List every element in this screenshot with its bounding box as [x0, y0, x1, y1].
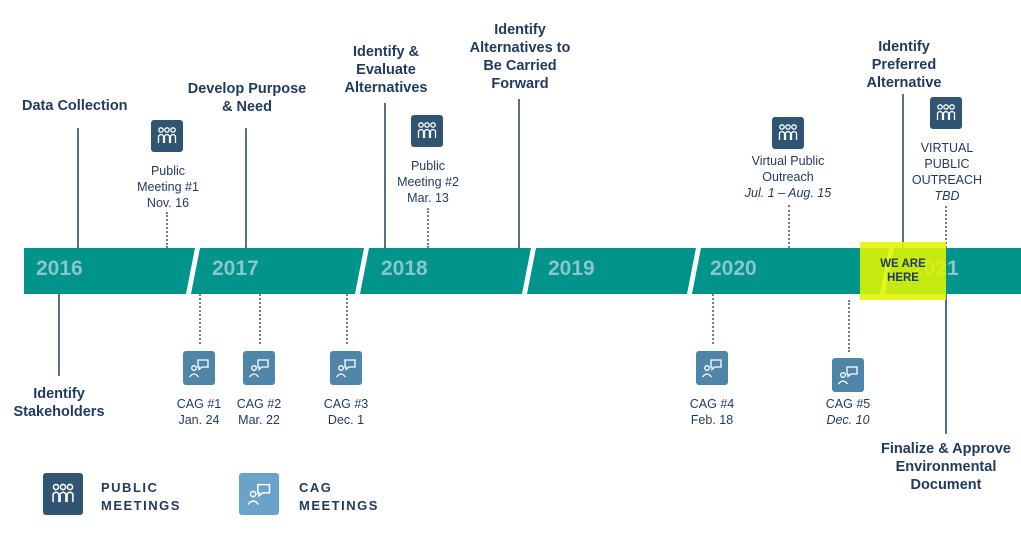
- event-connector: [945, 206, 947, 248]
- year-2018: 2018: [381, 257, 428, 280]
- event-connector: [259, 294, 261, 344]
- event-connector: [712, 294, 714, 344]
- chat-person-icon: [696, 351, 728, 385]
- milestone-finalize: Finalize & Approve Environmental Documen…: [881, 441, 1011, 493]
- year-2020: 2020: [710, 257, 757, 280]
- milestone-line: [518, 99, 520, 248]
- milestone-identify-evaluate: Identify & Evaluate Alternatives: [344, 44, 428, 96]
- year-2019: 2019: [548, 257, 595, 280]
- event-connector: [788, 205, 790, 248]
- event-connector: [427, 208, 429, 248]
- cag-meeting-4: CAG #4 Feb. 18: [689, 397, 735, 427]
- segment-2020: [692, 248, 889, 294]
- public-meeting-2: Public Meeting #2 Mar. 13: [397, 159, 459, 205]
- cag-meeting-3: CAG #3 Dec. 1: [323, 397, 369, 427]
- event-connector: [166, 212, 168, 248]
- people-group-icon: [411, 115, 443, 147]
- chat-person-icon: [243, 351, 275, 385]
- chat-person-icon: [330, 351, 362, 385]
- cag-meeting-5: CAG #5 Dec. 10: [825, 397, 871, 427]
- milestone-develop-purpose: Develop Purpose & Need: [187, 81, 307, 115]
- year-2017: 2017: [212, 257, 259, 280]
- segment-2016: [24, 248, 195, 294]
- people-group-icon: [151, 120, 183, 152]
- milestone-line: [245, 128, 247, 248]
- milestone-line: [945, 294, 947, 434]
- virtual-public-outreach: Virtual Public Outreach Jul. 1 – Aug. 15: [744, 154, 832, 200]
- cag-meeting-2: CAG #2 Mar. 22: [236, 397, 282, 427]
- milestone-line: [58, 294, 60, 376]
- milestone-identify-preferred: Identify Preferred Alternative: [866, 39, 942, 91]
- event-connector: [199, 294, 201, 344]
- segment-2018: [360, 248, 531, 294]
- segment-2017: [191, 248, 364, 294]
- legend-cag-meetings: CAG MEETINGS: [299, 480, 379, 513]
- event-connector: [848, 300, 850, 352]
- people-group-icon: [772, 117, 804, 149]
- chat-person-icon: [239, 473, 279, 515]
- public-meeting-1: Public Meeting #1 Nov. 16: [137, 164, 199, 210]
- we-are-here-marker: WE ARE HERE: [860, 242, 946, 300]
- milestone-line: [384, 103, 386, 248]
- year-2016: 2016: [36, 257, 83, 280]
- milestone-identify-carried-forward: Identify Alternatives to Be Carried Forw…: [469, 22, 571, 92]
- milestone-data-collection: Data Collection: [22, 98, 128, 114]
- people-group-icon: [43, 473, 83, 515]
- milestone-line: [902, 94, 904, 248]
- timeline-bar: [24, 248, 1021, 294]
- segment-2019: [527, 248, 696, 294]
- legend-public-meetings: PUBLIC MEETINGS: [101, 480, 181, 513]
- cag-meeting-1: CAG #1 Jan. 24: [176, 397, 222, 427]
- chat-person-icon: [183, 351, 215, 385]
- milestone-line: [77, 128, 79, 248]
- milestone-identify-stakeholders: Identify Stakeholders: [13, 386, 105, 420]
- people-group-icon: [930, 97, 962, 129]
- chat-person-icon: [832, 358, 864, 392]
- virtual-public-outreach-tbd: VIRTUAL PUBLIC OUTREACH TBD: [911, 141, 983, 203]
- event-connector: [346, 294, 348, 344]
